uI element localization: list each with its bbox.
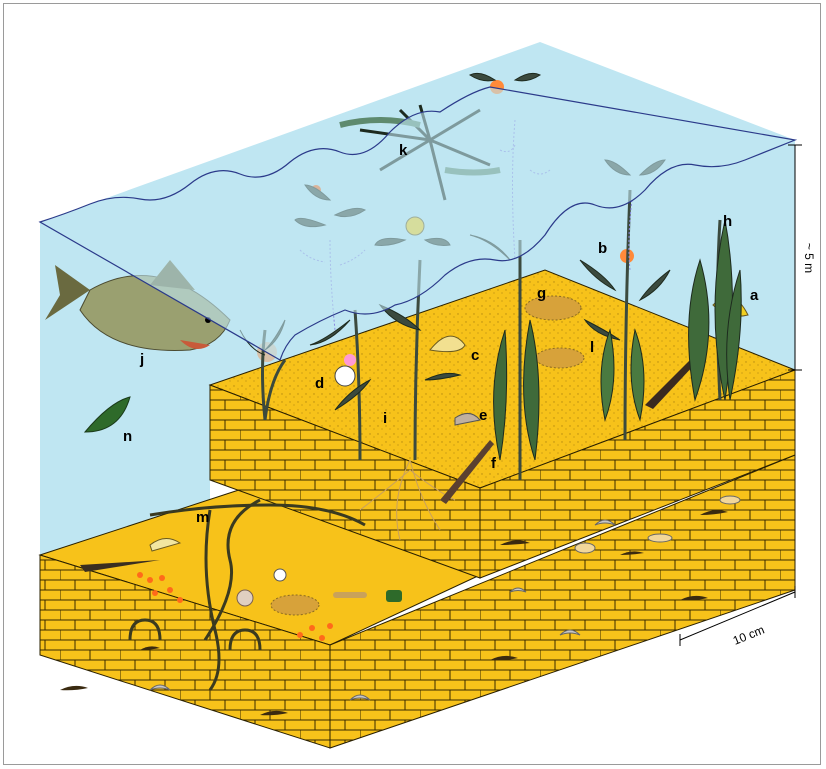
label-m: m [196, 509, 209, 526]
label-n: n [123, 428, 132, 445]
label-l: l [590, 339, 594, 356]
label-j: j [139, 351, 144, 368]
label-b: b [598, 240, 607, 257]
label-h: h [723, 213, 732, 230]
label-d: d [315, 375, 324, 392]
label-g: g [537, 285, 546, 302]
label-e: e [479, 407, 487, 424]
label-i: i [383, 410, 387, 427]
depth-scale-label: ~ 5 m [802, 243, 816, 273]
label-a: a [750, 287, 759, 304]
length-scale-label: 10 cm [731, 623, 767, 648]
label-c: c [471, 347, 479, 364]
label-k: k [399, 142, 408, 159]
